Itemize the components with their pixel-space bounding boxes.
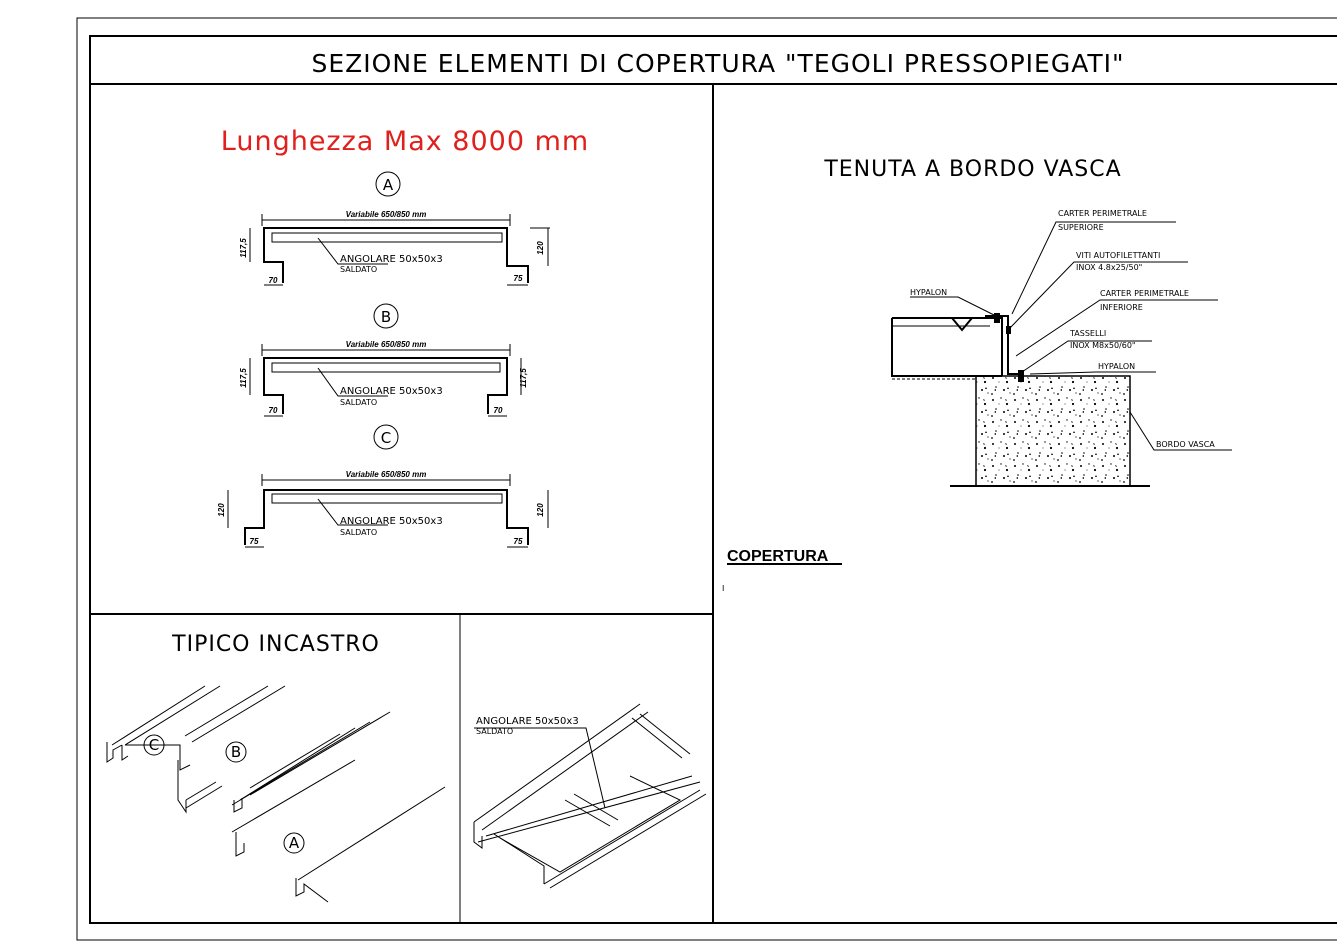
incastro-panel: TIPICO INCASTRO C B A (106, 632, 446, 903)
profile-a: A Variabile 650/850 mm 117,5 120 70 75 A… (239, 171, 550, 286)
label-carter-sup-2: SUPERIORE (1058, 223, 1104, 232)
label-bordo-vasca: BORDO VASCA (1156, 440, 1215, 449)
incastro-label-a: A (289, 834, 300, 852)
copertura-mark: I (722, 584, 724, 593)
profile-c-letter: C (381, 429, 391, 447)
label-carter-inf-1: CARTER PERIMETRALE (1100, 289, 1189, 298)
profile-c-left-height: 120 (217, 503, 226, 517)
label-tasselli-1: TASSELLI (1069, 329, 1106, 338)
profile-c-left-flange: 75 (250, 537, 259, 546)
bordo-title: TENUTA A BORDO VASCA (823, 157, 1121, 182)
profile-a-weld-label: SALDATO (340, 265, 377, 274)
profile-a-right-flange: 75 (514, 274, 523, 283)
label-viti-1: VITI AUTOFILETTANTI (1076, 251, 1160, 260)
profile-a-left-flange: 70 (269, 276, 278, 285)
bordo-detail: TENUTA A BORDO VASCA HYPALON CARTER PERI… (823, 157, 1232, 487)
profile-c-width: Variabile 650/850 mm (346, 470, 427, 479)
profile-a-width: Variabile 650/850 mm (346, 210, 427, 219)
iso-weld-label: SALDATO (476, 727, 513, 736)
profile-b-right-height: 117,5 (519, 368, 528, 388)
profile-b-left-height: 117,5 (239, 368, 248, 388)
inner-frame (89, 35, 1337, 924)
profile-b-width: Variabile 650/850 mm (346, 340, 427, 349)
profile-b-angle-label: ANGOLARE 50x50x3 (340, 386, 443, 397)
incastro-label-b: B (231, 743, 241, 761)
label-viti-2: INOX 4.8x25/50" (1076, 263, 1142, 272)
profile-b-weld-label: SALDATO (340, 398, 377, 407)
label-tasselli-2: INOX M8x50/60" (1070, 341, 1136, 350)
incastro-title: TIPICO INCASTRO (171, 632, 380, 657)
profile-c: C Variabile 650/850 mm 120 120 75 75 ANG… (217, 424, 549, 548)
profile-a-angle-label: ANGOLARE 50x50x3 (340, 254, 443, 265)
profile-c-right-height: 120 (536, 503, 545, 517)
copertura-heading: COPERTURA (727, 548, 829, 565)
profile-b-left-flange: 70 (269, 406, 278, 415)
outer-frame (76, 17, 1337, 941)
profile-b-right-flange: 70 (494, 406, 503, 415)
incastro-label-c: C (149, 736, 159, 754)
profile-b: B Variabile 650/850 mm 117,5 117,5 70 70… (239, 303, 528, 417)
max-length-label: Lunghezza Max 8000 mm (221, 126, 589, 157)
profile-a-left-height: 117,5 (239, 238, 248, 258)
label-carter-inf-2: INFERIORE (1100, 303, 1143, 312)
profile-a-right-height: 120 (536, 241, 545, 255)
page-title: SEZIONE ELEMENTI DI COPERTURA "TEGOLI PR… (311, 49, 1124, 78)
iso-detail: ANGOLARE 50x50x3 SALDATO (473, 703, 707, 889)
concrete-block (975, 375, 1131, 487)
iso-angle-label: ANGOLARE 50x50x3 (476, 716, 579, 727)
profile-c-weld-label: SALDATO (340, 528, 377, 537)
profile-c-angle-label: ANGOLARE 50x50x3 (340, 516, 443, 527)
profile-c-right-flange: 75 (514, 537, 523, 546)
label-hypalon-top: HYPALON (910, 288, 947, 297)
profile-b-letter: B (381, 308, 391, 326)
label-hypalon-bottom: HYPALON (1098, 362, 1135, 371)
label-carter-sup-1: CARTER PERIMETRALE (1058, 209, 1147, 218)
profile-a-letter: A (383, 176, 394, 194)
